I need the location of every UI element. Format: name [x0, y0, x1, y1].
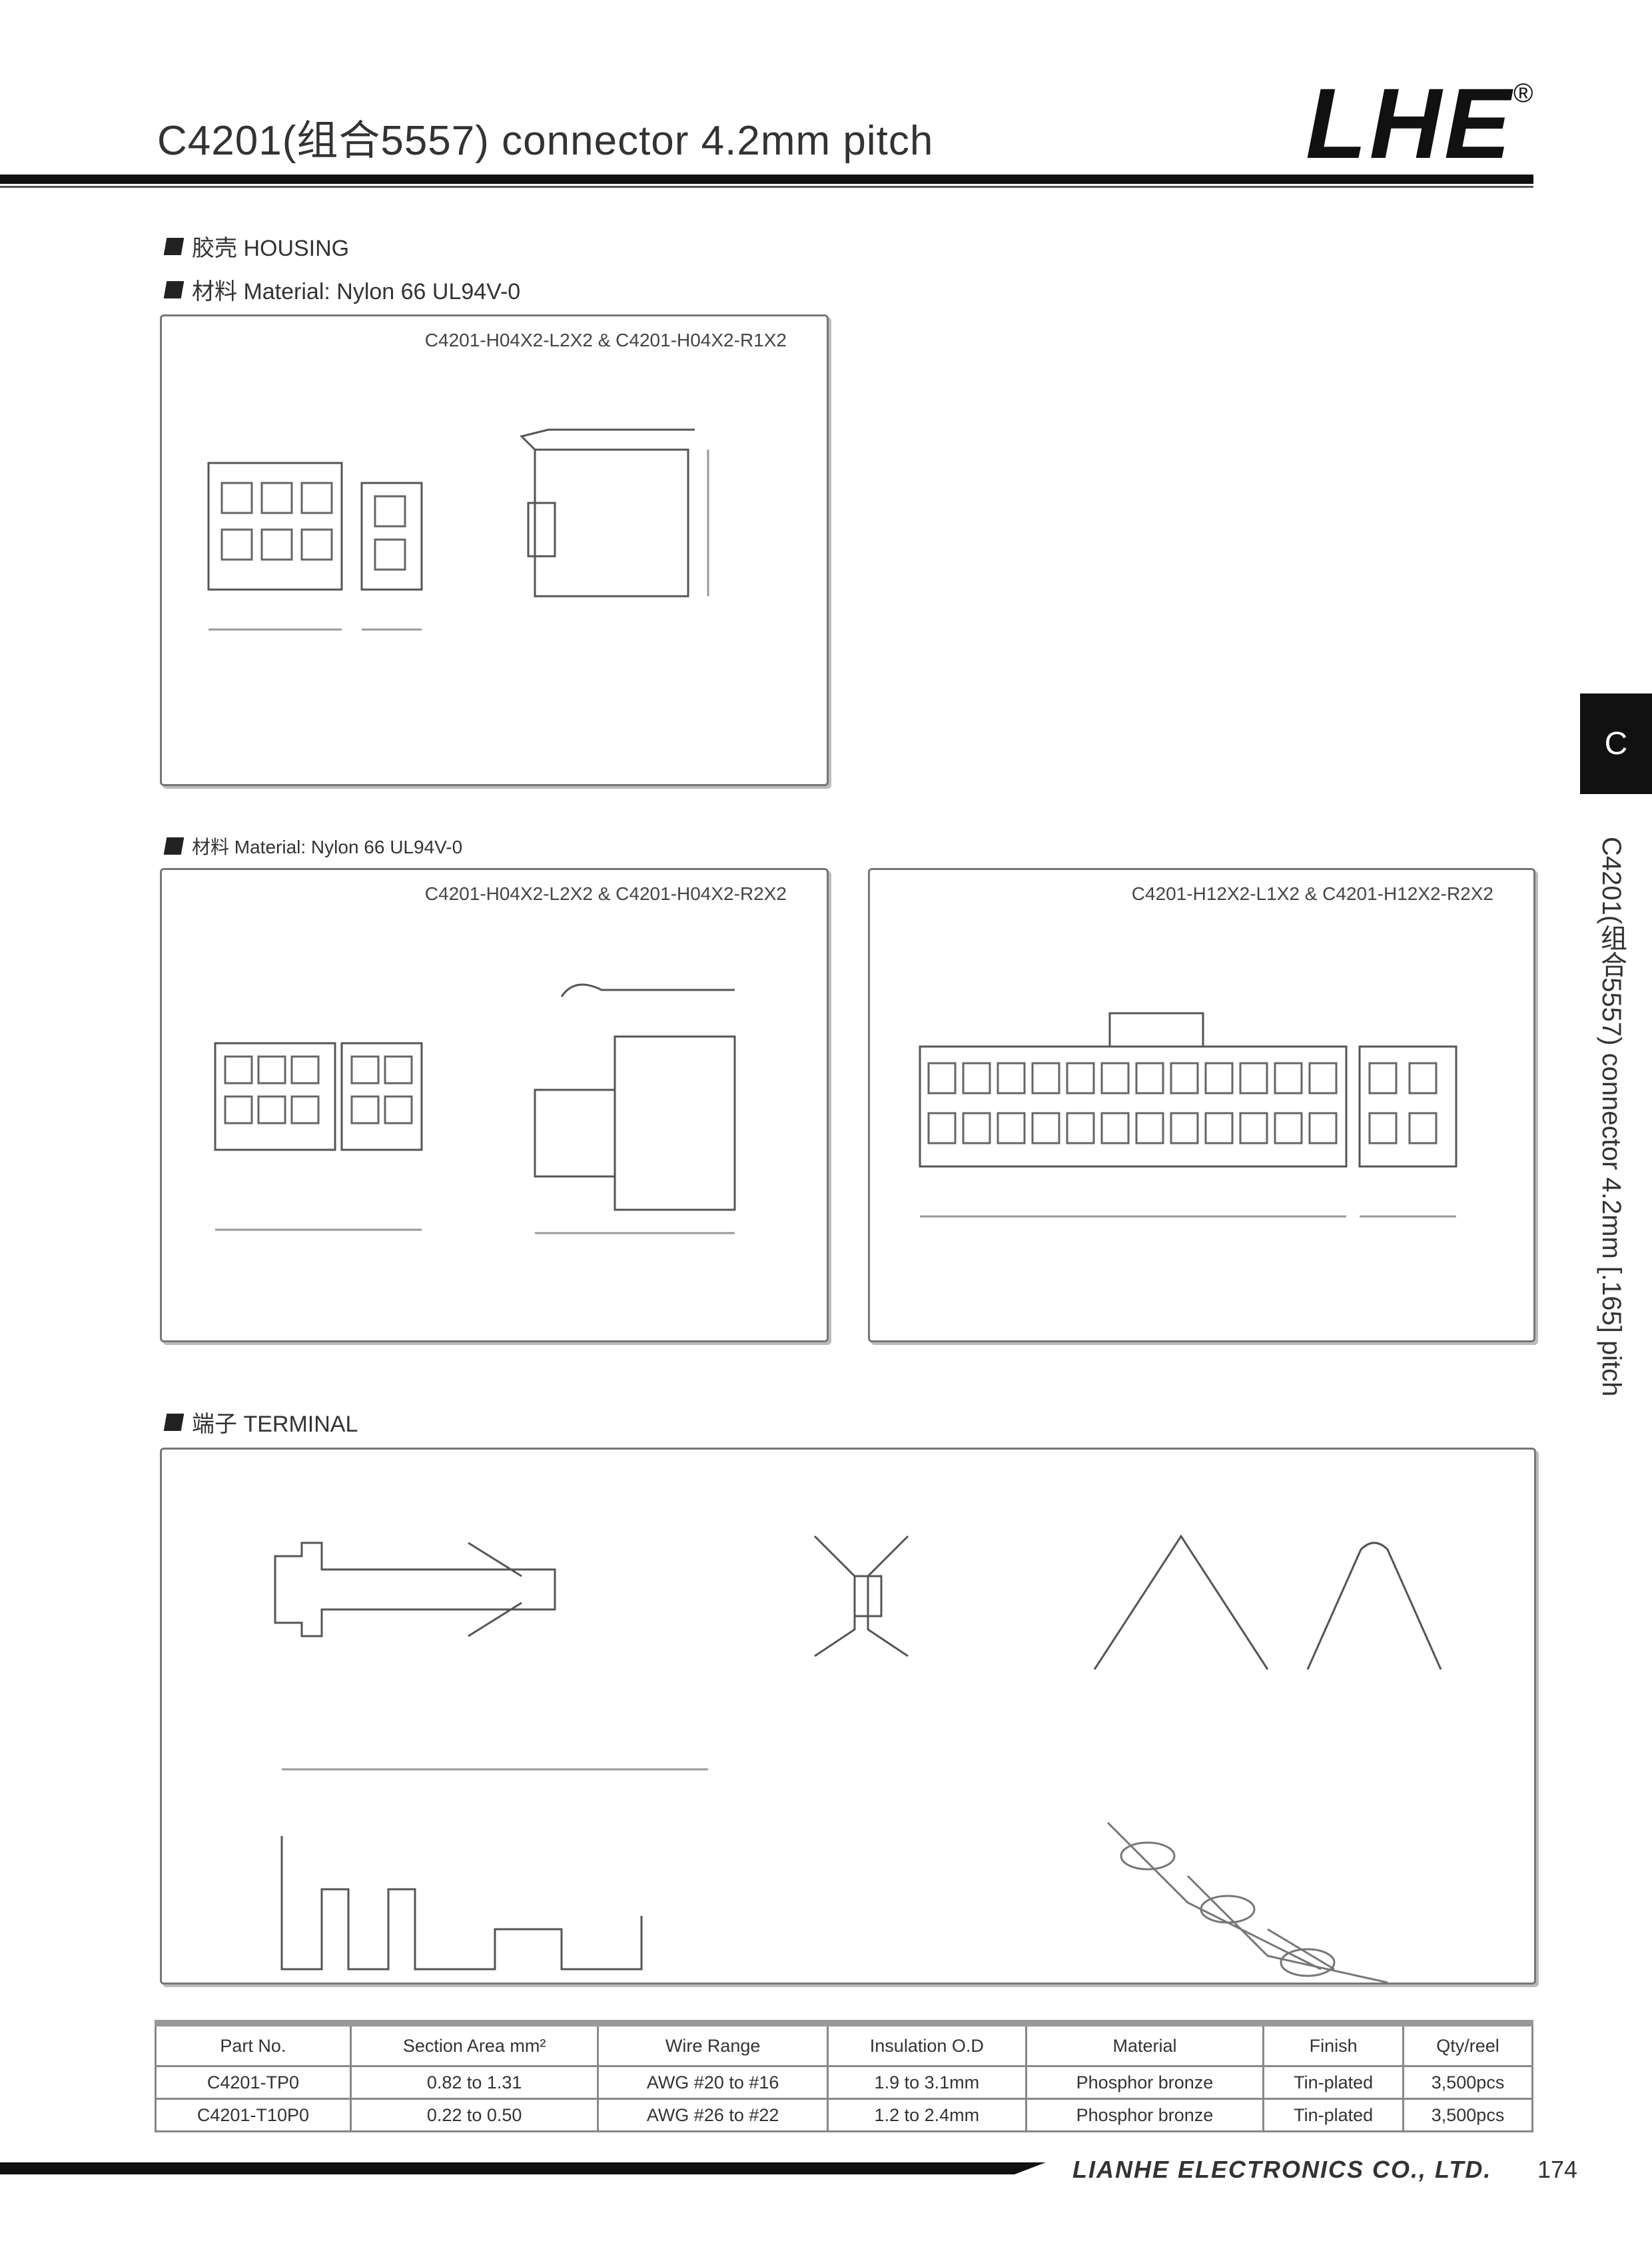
- cavity: [1100, 1062, 1130, 1095]
- panel-title: C4201-H04X2-L2X2 & C4201-H04X2-R1X2: [424, 330, 787, 350]
- terminal-drawing-panel: [160, 1448, 1536, 1985]
- cell: 1.2 to 2.4mm: [826, 2098, 1027, 2132]
- cavity: [1066, 1062, 1095, 1095]
- cavity: [1031, 1062, 1060, 1095]
- cavity: [1239, 1062, 1268, 1095]
- cell: C4201-TP0: [155, 2065, 352, 2100]
- cavity: [1135, 1112, 1164, 1144]
- material-label: 材料 Material: Nylon 66 UL94V-0: [192, 837, 463, 857]
- col-wire-range: Wire Range: [597, 2020, 829, 2067]
- cell: Phosphor bronze: [1025, 2065, 1265, 2100]
- bullet-icon: [163, 237, 185, 255]
- bullet-icon: [163, 837, 185, 855]
- cell: 3,500pcs: [1402, 2098, 1533, 2132]
- cavity: [1170, 1062, 1199, 1095]
- col-material: Material: [1025, 2020, 1265, 2067]
- cavity: [962, 1062, 991, 1095]
- cavity: [997, 1062, 1026, 1095]
- housing-section-heading: 胶壳 HOUSING: [163, 230, 350, 262]
- cavity: [1308, 1062, 1338, 1095]
- bullet-icon: [163, 1413, 185, 1431]
- cavity: [1135, 1062, 1164, 1095]
- cavity: [997, 1112, 1026, 1144]
- cavity: [927, 1112, 957, 1144]
- cell: AWG #26 to #22: [597, 2098, 829, 2132]
- panel-title: C4201-H12X2-L1X2 & C4201-H12X2-R2X2: [1131, 883, 1493, 904]
- cavity: [1100, 1112, 1130, 1144]
- cavity: [1031, 1112, 1060, 1144]
- section-tab-letter: C: [1604, 726, 1628, 761]
- terminal-spec-table: Part No. Section Area mm² Wire Range Ins…: [155, 2020, 1533, 2132]
- page-number: 174: [1537, 2156, 1578, 2183]
- cell: AWG #20 to #16: [597, 2065, 829, 2100]
- lhe-logo: LHE®: [1306, 73, 1535, 173]
- section-tab: C: [1580, 693, 1652, 794]
- cell: 1.9 to 3.1mm: [826, 2065, 1027, 2100]
- col-section-area: Section Area mm²: [349, 2020, 600, 2067]
- cavity: [1408, 1112, 1438, 1144]
- cavity: [1170, 1112, 1199, 1144]
- housing-drawing-panel-2: C4201-H04X2-L2X2 & C4201-H04X2-R2X2: [160, 868, 829, 1342]
- terminal-drawing: [274, 1534, 1442, 1983]
- connector-drawing: [919, 1012, 1457, 1218]
- footer-company: LIANHE ELECTRONICS CO., LTD.: [1072, 2156, 1492, 2183]
- header-rule: [0, 175, 1533, 184]
- table-header-row: Part No. Section Area mm² Wire Range Ins…: [155, 2020, 1533, 2067]
- cavity: [1204, 1062, 1234, 1095]
- terminal-label: 端子 TERMINAL: [192, 1412, 358, 1437]
- housing-label: 胶壳 HOUSING: [192, 236, 350, 261]
- footer-bar: [0, 2162, 1046, 2174]
- terminal-section-heading: 端子 TERMINAL: [163, 1406, 358, 1438]
- col-insulation-od: Insulation O.D: [826, 2020, 1027, 2067]
- material-heading: 材料 Material: Nylon 66 UL94V-0: [163, 273, 521, 306]
- cavity: [1274, 1062, 1303, 1095]
- connector-drawing: [207, 428, 709, 631]
- housing-drawing-panel-3: C4201-H12X2-L1X2 & C4201-H12X2-R2X2: [868, 868, 1535, 1342]
- cavity: [1239, 1112, 1268, 1144]
- cavity: [1066, 1112, 1095, 1144]
- housing-drawing-panel-1: C4201-H04X2-L2X2 & C4201-H04X2-R1X2: [160, 314, 829, 786]
- bullet-icon: [163, 280, 185, 298]
- logo-text: LHE: [1306, 67, 1513, 179]
- connector-drawing: [214, 983, 736, 1234]
- cell: C4201-T10P0: [155, 2098, 352, 2132]
- cavity: [1408, 1062, 1438, 1095]
- cavity: [1204, 1112, 1234, 1144]
- cavity: [927, 1062, 957, 1095]
- side-vertical-title: C4201(组合5557) connector 4.2mm [.165] pit…: [1597, 837, 1626, 1397]
- cavity: [1274, 1112, 1303, 1144]
- header-rule-thin: [0, 186, 1533, 188]
- cavity: [962, 1112, 991, 1144]
- panel-title: C4201-H04X2-L2X2 & C4201-H04X2-R2X2: [424, 883, 787, 904]
- cell: 3,500pcs: [1402, 2065, 1533, 2100]
- col-qty-reel: Qty/reel: [1402, 2020, 1533, 2067]
- material-heading-2: 材料 Material: Nylon 66 UL94V-0: [163, 833, 463, 859]
- registered-mark: ®: [1513, 79, 1536, 108]
- page-title: C4201(组合5557) connector 4.2mm pitch: [157, 118, 934, 164]
- cell: 0.22 to 0.50: [349, 2098, 600, 2132]
- cell: 0.82 to 1.31: [349, 2065, 600, 2100]
- cell: Tin-plated: [1262, 2065, 1405, 2100]
- cavity: [1308, 1112, 1338, 1144]
- col-finish: Finish: [1262, 2020, 1405, 2067]
- cavity: [1368, 1062, 1398, 1095]
- material-label: 材料 Material: Nylon 66 UL94V-0: [192, 279, 521, 304]
- cell: Tin-plated: [1262, 2098, 1405, 2132]
- cell: Phosphor bronze: [1025, 2098, 1265, 2132]
- col-part-no: Part No.: [155, 2020, 352, 2067]
- cavity: [1368, 1112, 1398, 1144]
